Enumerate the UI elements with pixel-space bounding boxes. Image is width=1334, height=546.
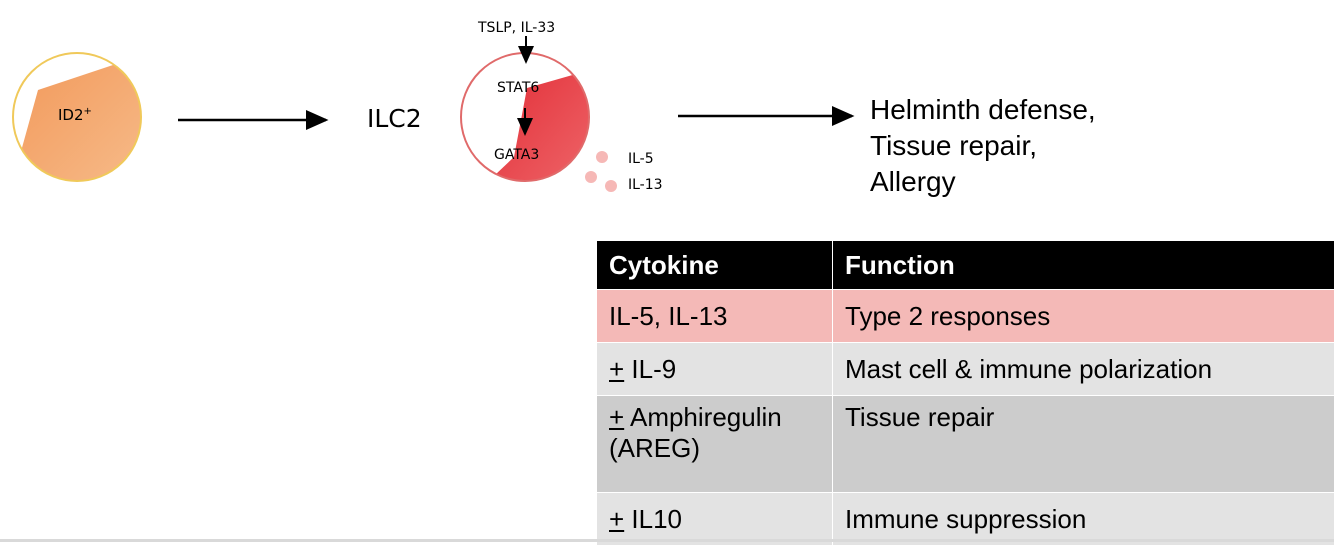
outcome-item: Tissue repair,: [870, 128, 1096, 164]
stimuli-label: TSLP, IL-33: [478, 20, 555, 36]
cytokine-function-table: Cytokine Function IL-5, IL-13 Type 2 res…: [596, 240, 1334, 546]
secreted-il5-label: IL-5: [628, 151, 654, 167]
table-row: IL-5, IL-13 Type 2 responses: [597, 290, 1334, 343]
cytokine-cell: + IL-9: [597, 343, 833, 396]
outcomes-list: Helminth defense, Tissue repair, Allergy: [870, 92, 1096, 200]
cytokine-cell: + Amphiregulin(AREG): [597, 396, 833, 493]
function-cell: Immune suppression: [833, 493, 1334, 546]
cytokine-cell: IL-5, IL-13: [597, 290, 833, 343]
table-row: + Amphiregulin(AREG) Tissue repair: [597, 396, 1334, 493]
secreted-dot: [605, 180, 617, 192]
outcome-item: Allergy: [870, 164, 1096, 200]
function-cell: Tissue repair: [833, 396, 1334, 493]
header-function: Function: [833, 241, 1334, 290]
id2-progenitor-cell: [13, 53, 160, 200]
header-cytokine: Cytokine: [597, 241, 833, 290]
table-row: + IL-9 Mast cell & immune polarization: [597, 343, 1334, 396]
secreted-il13-label: IL-13: [628, 177, 663, 193]
function-cell: Type 2 responses: [833, 290, 1334, 343]
cytokine-cell: + IL10: [597, 493, 833, 546]
progenitor-label: ID2+: [58, 106, 92, 124]
stat6-label: STAT6: [497, 80, 539, 96]
plus-minus-symbol: +: [609, 402, 624, 432]
table-header-row: Cytokine Function: [597, 241, 1334, 290]
gata3-label: GATA3: [494, 147, 539, 163]
ilc2-label: ILC2: [367, 104, 422, 133]
secreted-dot: [596, 151, 608, 163]
outcome-item: Helminth defense,: [870, 92, 1096, 128]
secreted-dot: [585, 171, 597, 183]
ilc2-cell: [461, 53, 600, 200]
plus-minus-symbol: +: [609, 504, 624, 534]
plus-minus-symbol: +: [609, 354, 624, 384]
table-row: + IL10 Immune suppression: [597, 493, 1334, 546]
function-cell: Mast cell & immune polarization: [833, 343, 1334, 396]
